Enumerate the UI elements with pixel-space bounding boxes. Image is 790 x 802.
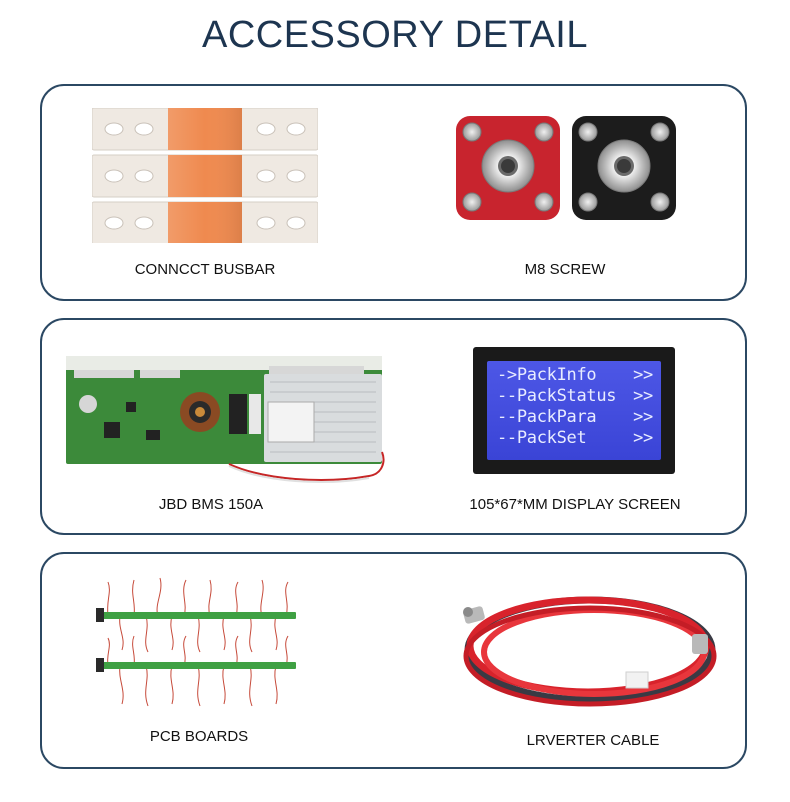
pcb-boards-image xyxy=(96,577,296,707)
display-line-arrow: >> xyxy=(633,407,653,427)
display-line-text: --PackPara xyxy=(497,407,597,427)
display-line-arrow: >> xyxy=(633,365,653,385)
busbar-image xyxy=(92,108,318,243)
bms-caption: JBD BMS 150A xyxy=(158,496,264,513)
page-title: ACCESSORY DETAIL xyxy=(201,14,588,56)
display-lcd-panel: ->PackInfo >> --PackStatus >> --PackPara… xyxy=(487,361,661,460)
display-line-text: --PackSet xyxy=(497,428,587,448)
m8-screw-caption: M8 SCREW xyxy=(524,261,606,278)
cable-caption: LRVERTER CABLE xyxy=(526,732,660,749)
display-line: --PackPara >> xyxy=(497,407,655,427)
m8-screw-image xyxy=(456,116,676,220)
busbar-caption: CONNCCT BUSBAR xyxy=(134,261,276,278)
display-line: --PackSet >> xyxy=(497,428,655,448)
display-line-text: --PackStatus xyxy=(497,386,617,406)
display-line-text: ->PackInfo xyxy=(497,365,597,385)
display-line-arrow: >> xyxy=(633,386,653,406)
bms-board-image xyxy=(66,356,385,483)
display-screen: ->PackInfo >> --PackStatus >> --PackPara… xyxy=(473,347,675,474)
panel-pcb-cable xyxy=(40,552,747,769)
display-caption: 105*67*MM DISPLAY SCREEN xyxy=(469,496,681,513)
pcb-caption: PCB BOARDS xyxy=(149,728,249,745)
display-line: --PackStatus >> xyxy=(497,386,655,406)
display-line: ->PackInfo >> xyxy=(497,365,655,385)
display-line-arrow: >> xyxy=(633,428,653,448)
inverter-cable-image xyxy=(463,596,717,707)
